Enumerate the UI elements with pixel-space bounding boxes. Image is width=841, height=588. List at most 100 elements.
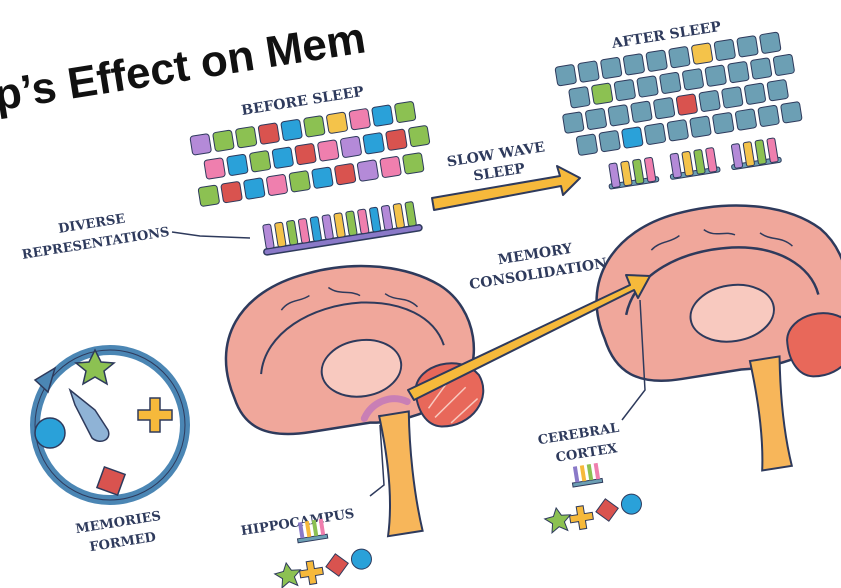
memory-square bbox=[258, 123, 280, 145]
left-brain-icon bbox=[213, 248, 503, 557]
comb-tooth bbox=[346, 211, 358, 236]
memory-square bbox=[750, 58, 772, 80]
comb-tooth bbox=[393, 203, 405, 228]
memory-square bbox=[659, 72, 681, 94]
memory-square bbox=[243, 178, 265, 200]
memory-square bbox=[676, 94, 698, 116]
cortex-symbols bbox=[537, 457, 644, 535]
memory-square bbox=[576, 134, 598, 156]
comet-icon bbox=[70, 390, 109, 441]
before-sleep-grid bbox=[190, 100, 434, 207]
memory-square bbox=[340, 136, 362, 158]
comb-tooth bbox=[263, 224, 275, 249]
memory-square bbox=[357, 160, 379, 182]
memory-square bbox=[380, 156, 402, 178]
memory-square bbox=[758, 105, 780, 127]
comb-tooth bbox=[274, 222, 286, 247]
diverse-comb-icon bbox=[260, 201, 423, 256]
memory-square bbox=[614, 79, 636, 101]
memory-square bbox=[317, 140, 339, 162]
memory-square bbox=[637, 76, 659, 98]
slow-wave-sleep: SLOW WAVE SLEEP bbox=[432, 139, 580, 210]
memory-square bbox=[295, 143, 317, 165]
comb-tooth bbox=[405, 201, 417, 226]
memory-square bbox=[690, 116, 712, 138]
cerebral-cortex-line2: CORTEX bbox=[555, 441, 619, 466]
hippocampus-label: HIPPOCAMPUS bbox=[240, 507, 355, 540]
memory-square bbox=[272, 147, 294, 169]
comb-tooth bbox=[369, 207, 381, 232]
memory-square bbox=[555, 64, 577, 86]
memory-square bbox=[705, 65, 727, 87]
comb-tooth bbox=[310, 216, 322, 241]
after-sleep-group: AFTER SLEEP bbox=[551, 9, 808, 195]
comb-tooth bbox=[334, 213, 346, 238]
memory-square bbox=[735, 109, 757, 131]
memory-square bbox=[623, 54, 645, 76]
memory-square bbox=[213, 130, 235, 152]
memory-square bbox=[608, 105, 630, 127]
memory-square bbox=[569, 86, 591, 108]
memory-square bbox=[767, 79, 789, 101]
brain-stem-icon bbox=[369, 411, 427, 536]
after-sleep-grid bbox=[555, 30, 802, 157]
memory-square bbox=[646, 50, 668, 72]
memory-square bbox=[372, 105, 394, 127]
memory-square bbox=[289, 171, 311, 193]
right-brain-icon bbox=[584, 188, 841, 492]
comb-tooth bbox=[298, 218, 310, 243]
before-sleep-label: BEFORE SLEEP bbox=[240, 84, 365, 119]
memory-square bbox=[198, 185, 220, 207]
comb-tooth bbox=[357, 209, 369, 234]
memory-square bbox=[728, 61, 750, 83]
memory-square bbox=[334, 163, 356, 185]
memory-square bbox=[599, 130, 621, 152]
circle-icon bbox=[35, 418, 65, 448]
hippocampus-callout: HIPPOCAMPUS bbox=[240, 425, 384, 588]
memory-square bbox=[303, 116, 325, 138]
comb-tooth bbox=[322, 215, 334, 240]
memory-square bbox=[699, 90, 721, 112]
memory-square bbox=[249, 150, 271, 172]
memory-square bbox=[721, 87, 743, 109]
memory-square bbox=[691, 43, 713, 65]
memory-square bbox=[759, 32, 781, 54]
memory-square bbox=[221, 181, 243, 203]
memory-square bbox=[668, 46, 690, 68]
diamond-icon bbox=[97, 467, 125, 495]
memory-square bbox=[744, 83, 766, 105]
plus-icon bbox=[138, 398, 172, 432]
memory-square bbox=[227, 154, 249, 176]
memory-square bbox=[714, 39, 736, 61]
memory-square bbox=[190, 134, 212, 156]
before-sleep-group: BEFORE SLEEP bbox=[186, 75, 443, 264]
memory-square bbox=[312, 167, 334, 189]
memory-square bbox=[402, 153, 424, 175]
memory-square bbox=[780, 101, 802, 123]
memory-square bbox=[712, 112, 734, 134]
comb-tooth bbox=[286, 220, 298, 245]
memories-formed-cycle: MEMORIES FORMED bbox=[35, 350, 185, 555]
memory-square bbox=[326, 112, 348, 134]
memory-square bbox=[386, 129, 408, 151]
memory-square bbox=[235, 126, 257, 148]
memory-square bbox=[631, 101, 653, 123]
memory-square bbox=[562, 112, 584, 134]
memory-square bbox=[349, 108, 371, 130]
memory-square bbox=[204, 158, 226, 180]
memory-square bbox=[578, 61, 600, 83]
memory-square bbox=[682, 68, 704, 90]
diverse-representations: DIVERSE REPRESENTATIONS bbox=[21, 212, 250, 263]
memory-square bbox=[737, 36, 759, 58]
memories-formed-line2: FORMED bbox=[89, 530, 157, 555]
memory-square bbox=[591, 83, 613, 105]
memory-square bbox=[281, 119, 303, 141]
memory-square bbox=[266, 174, 288, 196]
memory-square bbox=[600, 57, 622, 79]
memory-square bbox=[653, 97, 675, 119]
memory-square bbox=[363, 132, 385, 154]
memory-square bbox=[408, 125, 430, 147]
memory-square bbox=[773, 54, 795, 76]
